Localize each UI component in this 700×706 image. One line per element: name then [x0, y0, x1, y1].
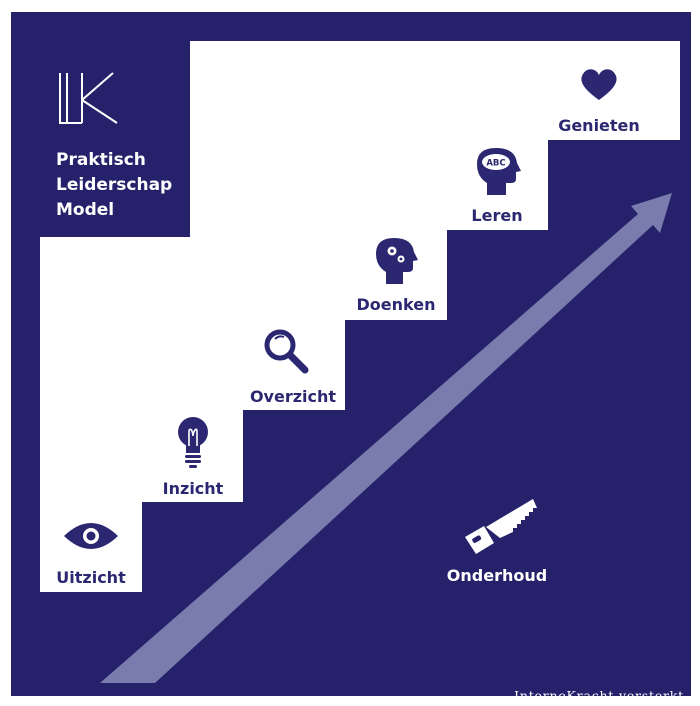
title-line-3: Model — [56, 200, 114, 220]
step-label-genieten: Genieten — [558, 116, 640, 135]
step-label-inzicht: Inzicht — [163, 479, 224, 498]
heart-icon — [581, 69, 617, 100]
maintenance-label: Onderhoud — [447, 566, 547, 585]
head-abc-icon: ABC — [477, 148, 521, 195]
saw-icon — [465, 499, 537, 554]
lightbulb-icon — [178, 417, 208, 468]
footer-tagline: InterneKracht versterkt — [514, 688, 684, 703]
eye-icon — [64, 523, 118, 549]
logo: LK — [59, 72, 118, 124]
step-label-doenken: Doenken — [357, 295, 436, 314]
abc-text: ABC — [486, 159, 505, 169]
magnifier-icon — [264, 329, 309, 374]
logo-mark — [59, 72, 118, 124]
step-label-overzicht: Overzicht — [250, 387, 336, 406]
step-label-uitzicht: Uitzicht — [56, 568, 126, 587]
head-gears-icon — [376, 238, 418, 284]
growth-arrow — [100, 193, 672, 683]
staircase — [40, 41, 680, 592]
step-label-leren: Leren — [471, 206, 522, 225]
title-line-1: Praktisch — [56, 150, 146, 170]
title-line-2: Leiderschap — [56, 175, 172, 195]
